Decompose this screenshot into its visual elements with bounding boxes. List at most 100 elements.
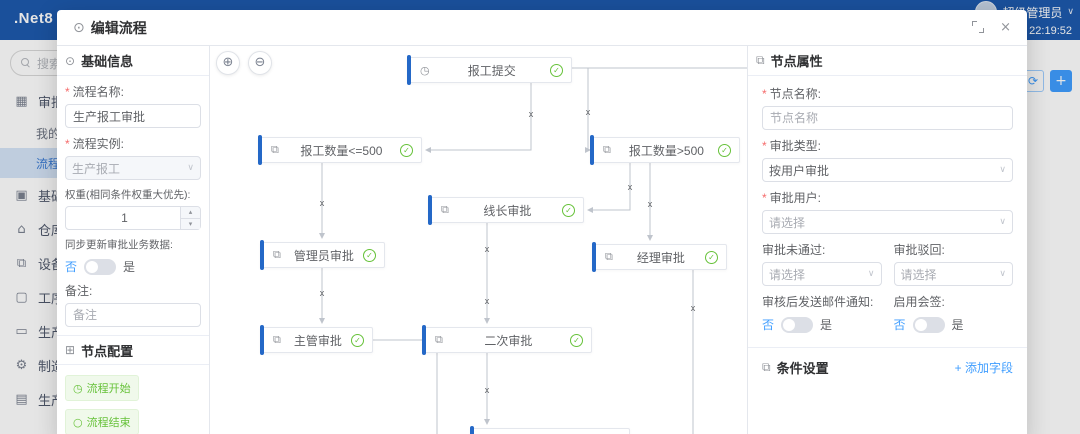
not-pass-select[interactable]: 请选择 ∨ xyxy=(762,262,882,286)
check-circle-icon: ✓ xyxy=(400,143,413,157)
edge-delete-mark[interactable]: x xyxy=(320,288,325,298)
chip-label: 流程开始 xyxy=(86,383,131,395)
flow-edge-3[interactable] xyxy=(587,163,631,213)
node-accent-bar xyxy=(260,240,264,270)
sync-switch[interactable] xyxy=(84,258,117,275)
edge-delete-mark[interactable]: x xyxy=(485,244,490,254)
node-label: 报工数量<=500 xyxy=(300,143,383,158)
sidebar-item-1[interactable]: 我的 xyxy=(0,118,207,148)
node-palette: ◷流程开始○流程结束⧉流程节点 xyxy=(57,365,209,434)
flow-edge-0[interactable] xyxy=(425,83,532,153)
flow-node-6[interactable]: ⧉主管审批✓ xyxy=(260,325,373,355)
edge-delete-mark[interactable]: x xyxy=(628,182,633,192)
node-icon: ⧉ xyxy=(762,360,771,374)
menu-icon: ▣ xyxy=(15,187,28,203)
toggle-no-label: 否 xyxy=(65,260,78,274)
node-icon: ⧉ xyxy=(273,333,281,346)
flow-node-1[interactable]: ⧉ 报工数量<=500 ✓ xyxy=(258,135,422,165)
flow-canvas[interactable]: ⊕ ⊖ xxxxxxxxxxx◷报工提交✓⧉报工数量<=500✓⧉报工数量>50… xyxy=(210,46,747,434)
countersign-label: 启用会签: xyxy=(893,295,945,309)
approve-type-label: 审批类型: xyxy=(762,137,1013,154)
edge-delete-mark[interactable]: x xyxy=(320,198,325,208)
node-label: 线长审批 xyxy=(483,203,532,218)
node-label: 经理审批 xyxy=(636,250,685,265)
remark-input[interactable] xyxy=(65,303,201,327)
edge-delete-mark[interactable]: x xyxy=(691,303,696,313)
process-name-label: 流程名称: xyxy=(65,83,201,100)
node-config-header: ⊞ 节点配置 xyxy=(57,335,209,365)
node-accent-bar xyxy=(258,135,262,165)
app-logo: .Net8 xyxy=(14,10,54,27)
process-name-input[interactable] xyxy=(65,104,201,128)
zoom-out-button[interactable]: ⊖ xyxy=(248,51,272,75)
node-label: 管理员审批 xyxy=(293,248,354,263)
weight-input[interactable] xyxy=(65,206,201,230)
flow-node-2[interactable]: ⧉报工数量>500✓ xyxy=(590,135,740,165)
node-icon: ⧉ xyxy=(441,203,449,216)
edge-delete-mark[interactable]: x xyxy=(485,296,490,306)
approve-type-select[interactable]: 按用户审批 ∨ xyxy=(762,158,1013,182)
node-icon: ⧉ xyxy=(273,248,281,261)
toggle-no-label: 否 xyxy=(893,318,906,332)
menu-icon: ▦ xyxy=(15,93,28,109)
node-icon: ⧉ xyxy=(605,250,613,263)
edge-delete-mark[interactable]: x xyxy=(586,107,591,117)
node-props-header: ⧉ 节点属性 xyxy=(748,46,1027,76)
close-button[interactable]: × xyxy=(1000,20,1011,35)
menu-icon: ▢ xyxy=(15,289,28,305)
menu-icon: ▤ xyxy=(15,391,28,407)
page-toolbar: ⟳+ xyxy=(1022,70,1072,92)
palette-chip-0[interactable]: ◷流程开始 xyxy=(65,375,139,401)
condition-section: ⧉ 条件设置 + 添加字段 xyxy=(748,347,1027,387)
flow-node-7[interactable]: ⧉二次审批✓ xyxy=(422,325,592,355)
node-props-panel: ⧉ 节点属性 节点名称: 审批类型: 按用户审批 ∨ 审批用户: 请选择 ∨ xyxy=(747,46,1027,434)
email-notify-switch[interactable] xyxy=(781,316,814,333)
flow-edge-8[interactable] xyxy=(373,339,438,434)
fullscreen-button[interactable] xyxy=(972,20,985,35)
expand-icon xyxy=(972,20,985,33)
basic-info-panel: ⊙ 基础信息 流程名称: 流程实例: 生产报工 ∨ 权重(相同条件权重大优先):… xyxy=(57,46,210,434)
check-circle-icon: ✓ xyxy=(718,143,731,157)
edge-delete-mark[interactable]: x xyxy=(648,199,653,209)
edge-delete-mark[interactable]: x xyxy=(529,109,534,119)
circle-icon: ○ xyxy=(73,415,83,429)
email-notify-label: 审核后发送邮件通知: xyxy=(762,295,874,309)
step-up-icon[interactable]: ▴ xyxy=(181,207,200,219)
add-field-link[interactable]: + 添加字段 xyxy=(954,361,1013,375)
flow-node-5[interactable]: ⧉ 经理审批 ✓ xyxy=(592,242,727,272)
check-circle-icon: ✓ xyxy=(570,333,583,347)
node-accent-bar xyxy=(422,325,426,355)
zoom-in-button[interactable]: ⊕ xyxy=(216,51,240,75)
step-down-icon[interactable]: ▾ xyxy=(181,218,200,229)
menu-icon: ⚙ xyxy=(15,357,28,373)
search-placeholder: 搜索 xyxy=(37,56,62,71)
weight-label: 权重(相同条件权重大优先): xyxy=(65,189,191,201)
flow-node-3[interactable]: ⧉线长审批✓ xyxy=(428,195,584,225)
flow-edge-10[interactable] xyxy=(572,67,747,434)
reject-select[interactable]: 请选择 ∨ xyxy=(893,262,1013,286)
check-circle-icon: ✓ xyxy=(705,250,718,264)
chevron-down-icon: ∨ xyxy=(999,165,1006,175)
add-button[interactable]: + xyxy=(1050,70,1072,92)
chevron-down-icon: ∨ xyxy=(999,217,1006,227)
process-instance-select[interactable]: 生产报工 ∨ xyxy=(65,156,201,180)
node-accent-bar xyxy=(592,242,596,272)
menu-icon: ▭ xyxy=(15,323,28,339)
flow-node-4[interactable]: ⧉管理员审批✓ xyxy=(260,240,385,270)
countersign-switch[interactable] xyxy=(912,316,945,333)
flow-node-8[interactable]: ⧉✓ xyxy=(470,426,630,434)
toggle-yes-label: 是 xyxy=(951,318,964,332)
clock-icon: ◷ xyxy=(420,63,430,77)
approve-user-select[interactable]: 请选择 ∨ xyxy=(762,210,1013,234)
node-name-label: 节点名称: xyxy=(762,85,1013,102)
not-pass-label: 审批未通过: xyxy=(762,243,826,257)
node-name-input[interactable] xyxy=(762,106,1013,130)
edge-delete-mark[interactable]: x xyxy=(485,385,490,395)
weight-stepper[interactable]: ▴▾ xyxy=(180,207,200,229)
node-accent-bar xyxy=(590,135,594,165)
node-accent-bar xyxy=(470,426,474,434)
reject-label: 审批驳回: xyxy=(893,243,945,257)
node-icon: ⧉ xyxy=(271,143,279,156)
flow-node-0[interactable]: ◷报工提交✓ xyxy=(407,55,572,85)
palette-chip-1[interactable]: ○流程结束 xyxy=(65,409,139,434)
